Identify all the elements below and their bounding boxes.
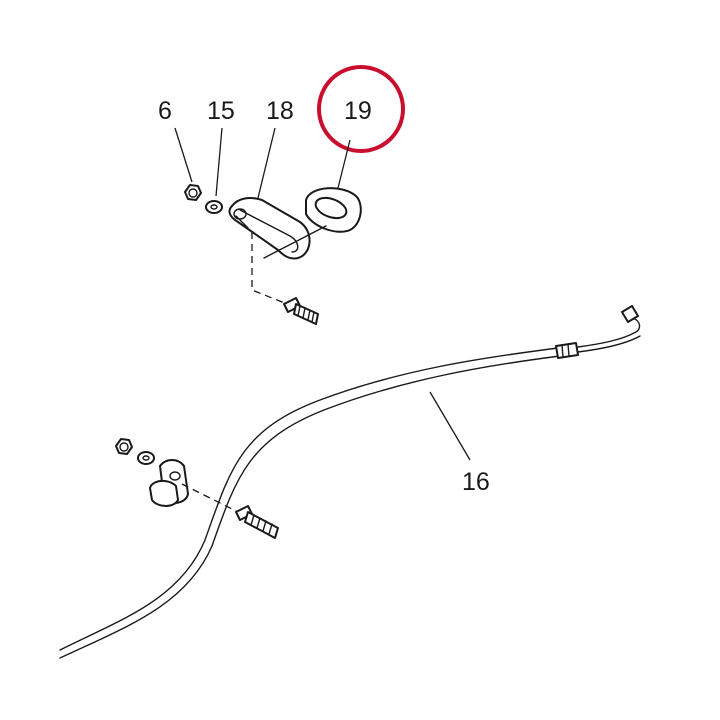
alignment-line-upper [263, 225, 327, 259]
leader-18 [257, 127, 276, 199]
stud-bolt-upper [283, 297, 319, 325]
cable-part-16 [59, 305, 641, 659]
callout-16: 16 [462, 468, 490, 496]
washer-part-15 [205, 200, 223, 214]
nut-part-6 [184, 184, 202, 201]
clamp-lower [149, 459, 189, 507]
callout-19: 19 [344, 97, 372, 125]
highlight-circle [317, 65, 405, 153]
callout-6: 6 [158, 97, 172, 125]
leader-6 [174, 127, 193, 183]
leader-16 [429, 391, 471, 461]
callout-15: 15 [207, 97, 235, 125]
callout-18: 18 [266, 97, 294, 125]
leader-19 [335, 139, 351, 197]
grommet-part-19 [305, 187, 362, 233]
bracket-part-18 [228, 197, 311, 260]
stud-bolt-lower [235, 505, 279, 539]
leader-15 [215, 127, 223, 197]
washer-lower [137, 451, 155, 465]
guide-dashed-lower [181, 483, 239, 513]
nut-lower [115, 438, 133, 455]
guide-dashed-upper [251, 232, 293, 307]
